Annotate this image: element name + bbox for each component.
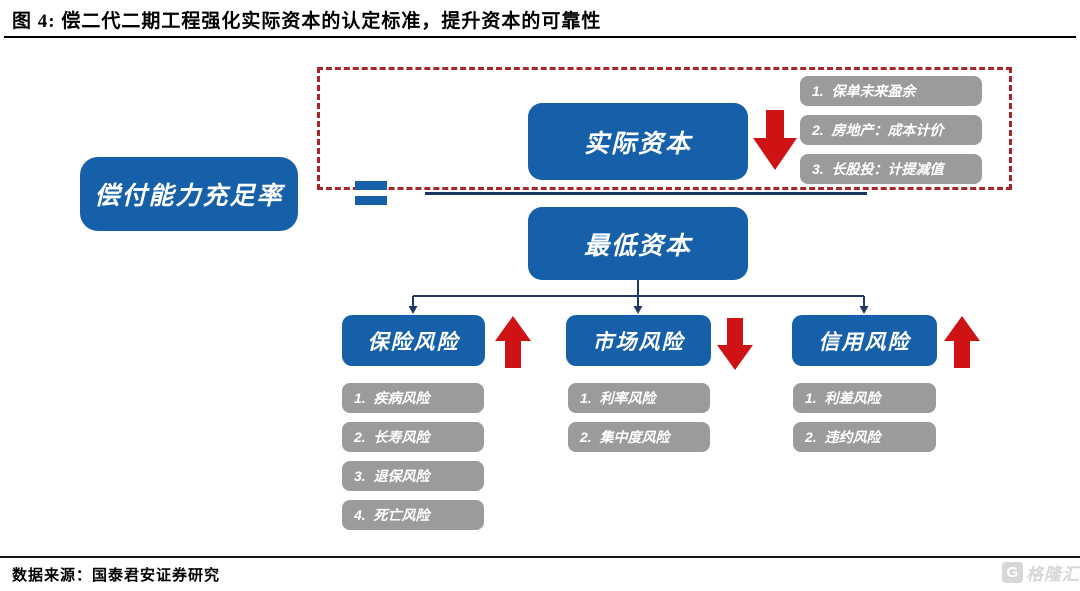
- risk-item: 1. 利率风险: [568, 383, 710, 413]
- equals-sign-top-bar: [355, 181, 387, 190]
- node-market-risk: 市场风险: [566, 315, 711, 366]
- risk-item: 4. 死亡风险: [342, 500, 484, 530]
- figure-title: 图 4: 偿二代二期工程强化实际资本的认定标准，提升资本的可靠性: [12, 11, 602, 32]
- note-item: 3. 长股投：计提减值: [800, 154, 982, 184]
- risk-item: 2. 违约风险: [793, 422, 936, 452]
- footer-divider: [0, 556, 1080, 558]
- gelonghui-watermark: G 格隆汇: [1002, 560, 1080, 585]
- trend-up-arrow-icon: [495, 316, 531, 368]
- node-actual-capital: 实际资本: [528, 103, 748, 180]
- note-item: 1. 保单未来盈余: [800, 76, 982, 106]
- risk-item: 3. 退保风险: [342, 461, 484, 491]
- risk-item: 2. 集中度风险: [568, 422, 710, 452]
- equals-sign-bottom-bar: [355, 196, 387, 205]
- gelonghui-logo-icon: G: [1002, 562, 1023, 583]
- note-item: 2. 房地产：成本计价: [800, 115, 982, 145]
- risk-item: 2. 长寿风险: [342, 422, 484, 452]
- node-insurance-risk: 保险风险: [342, 315, 485, 366]
- gelonghui-logo-text: 格隆汇: [1026, 565, 1080, 584]
- node-minimum-capital: 最低资本: [528, 207, 748, 280]
- data-source-label: 数据来源：国泰君安证券研究: [12, 568, 221, 584]
- dashed-highlight-frame: [317, 67, 1012, 190]
- risk-item: 1. 疾病风险: [342, 383, 484, 413]
- node-credit-risk: 信用风险: [792, 315, 937, 366]
- title-divider: [4, 36, 1076, 38]
- node-solvency-ratio: 偿付能力充足率: [80, 157, 298, 231]
- fraction-bar: [425, 192, 867, 195]
- risk-item: 1. 利差风险: [793, 383, 936, 413]
- trend-up-arrow-icon: [944, 316, 980, 368]
- trend-down-arrow-icon: [717, 318, 753, 370]
